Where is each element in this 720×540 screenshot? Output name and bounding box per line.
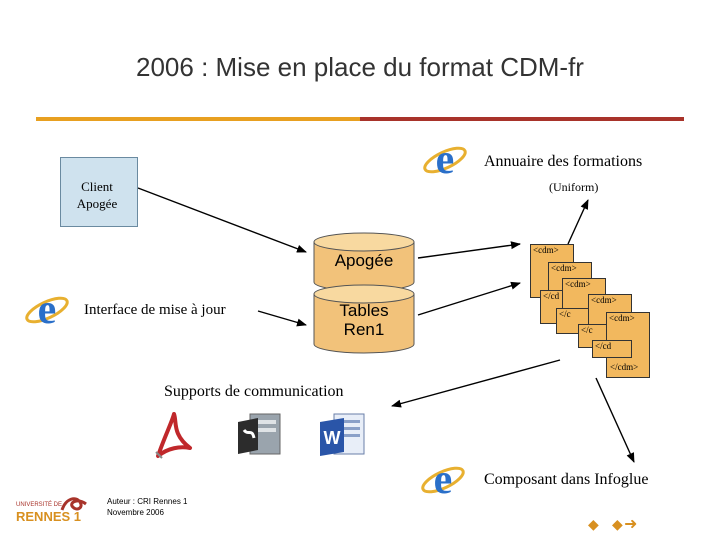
nav-next-icon[interactable]: ◆ (612, 516, 623, 532)
arrow-to-supports (391, 359, 561, 408)
footer-date: Novembre 2006 (107, 508, 164, 517)
client-apogee-box (60, 157, 138, 227)
supports-label: Supports de communication (164, 383, 344, 400)
ie-icon-composant: e (421, 457, 465, 503)
footer-author: Auteur : CRI Rennes 1 (107, 497, 188, 506)
arrow-tables-to-cdm (417, 281, 521, 316)
tables-database-icon (313, 284, 415, 354)
apogee-database-icon (313, 232, 415, 292)
arrow-client-to-apogee (137, 187, 307, 253)
title-rule-right (360, 117, 684, 121)
title-rule-left (36, 117, 360, 121)
composant-label: Composant dans Infoglue (484, 471, 649, 488)
annuaire-label: Annuaire des formations (484, 153, 643, 170)
slide-title: 2006 : Mise en place du format CDM-fr (136, 52, 584, 82)
logo-text-bottom: RENNES 1 (16, 509, 82, 524)
client-apogee-label: Client Apogée (60, 178, 134, 212)
apogee-db-label: Apogée (334, 251, 394, 270)
tables-label-line1: Tables (339, 301, 389, 320)
uniform-label: (Uniform) (549, 180, 599, 194)
svg-text:W: W (324, 428, 341, 448)
university-logo: UNIVERSITÉ DE RENNES 1 (16, 494, 88, 528)
svg-text:e: e (434, 457, 453, 503)
pdf-icon (155, 412, 192, 459)
logo-mark-icon (60, 497, 87, 511)
ie-icon-annuaire: e (423, 137, 467, 183)
arrow-to-composant (595, 377, 635, 463)
nav-forward-icon[interactable]: ➜ (624, 516, 638, 533)
cdm-doc-9: </cd (592, 340, 632, 358)
arrow-interface-to-tables (257, 310, 307, 327)
tables-ren1-label: Tables Ren1 (312, 301, 416, 339)
svg-text:e: e (38, 287, 57, 333)
word-icon: W (320, 413, 365, 456)
arrow-db-to-cdm (417, 241, 521, 259)
client-label-line1: Client (81, 179, 113, 194)
publisher-icon (238, 413, 281, 455)
tables-label-line2: Ren1 (343, 320, 385, 339)
interface-label: Interface de mise à jour (84, 302, 226, 318)
arrow-to-uniform (567, 199, 589, 245)
nav-prev-icon[interactable]: ◆ (588, 516, 599, 532)
cdm-close-tag: </cdm> (610, 362, 639, 372)
ie-icon: e (25, 287, 69, 333)
logo-text-top: UNIVERSITÉ DE (16, 502, 63, 508)
svg-text:e: e (436, 137, 455, 183)
client-label-line2: Apogée (76, 196, 118, 211)
